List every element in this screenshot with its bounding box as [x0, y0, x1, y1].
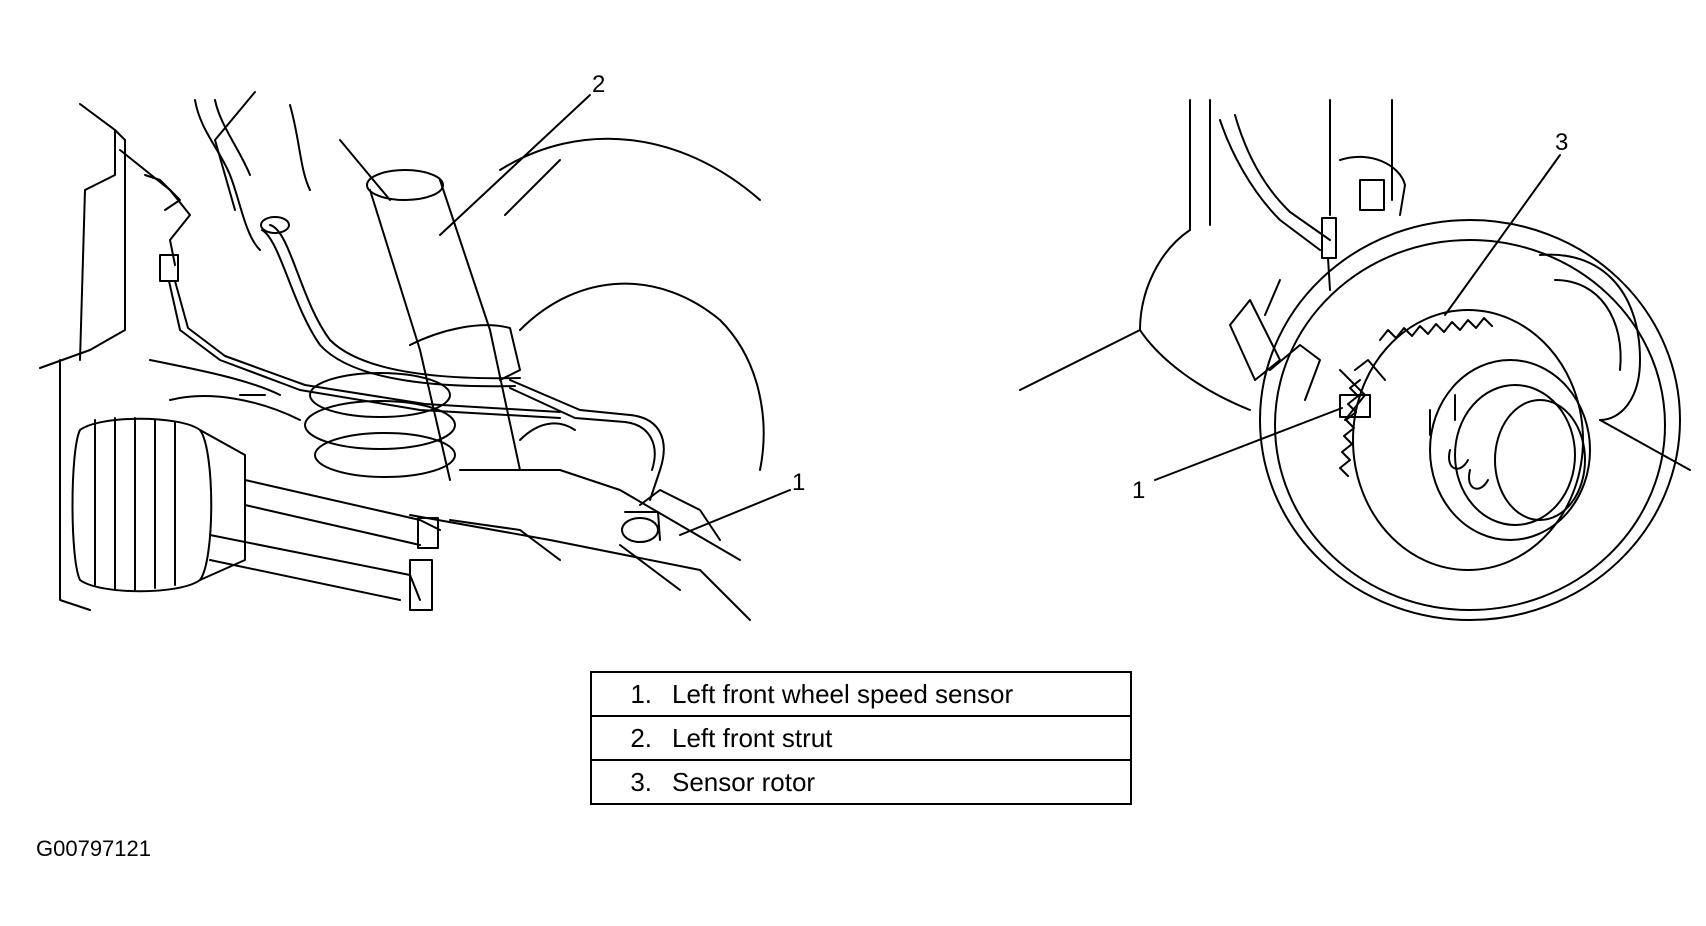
legend-number: 3. — [630, 766, 652, 797]
legend-row: 1. Left front wheel speed sensor — [590, 671, 1132, 717]
right-view-drawing — [1019, 99, 1691, 621]
legend-number: 1. — [630, 678, 652, 709]
legend-number: 2. — [630, 722, 652, 753]
legend-label: Left front strut — [672, 722, 833, 753]
callout-label-left-2: 2 — [592, 71, 605, 98]
figure-id: G00797121 — [36, 836, 151, 861]
callout-line-left-2 — [439, 94, 591, 236]
legend-label: Sensor rotor — [672, 766, 816, 797]
callout-label-left-1: 1 — [792, 469, 805, 496]
callout-line-right-3 — [1444, 154, 1561, 316]
callout-line-right-1 — [1154, 407, 1343, 481]
legend-row: 3. Sensor rotor — [590, 759, 1132, 805]
callout-label-right-1: 1 — [1132, 477, 1145, 504]
legend-label: Left front wheel speed sensor — [672, 678, 1014, 709]
legend-table: 1. Left front wheel speed sensor 2. Left f… — [590, 671, 1132, 805]
legend-row: 2. Left front strut — [590, 715, 1132, 761]
callout-line-left-1 — [679, 489, 791, 536]
callout-label-right-3: 3 — [1555, 129, 1568, 156]
left-view-drawing — [39, 91, 765, 621]
